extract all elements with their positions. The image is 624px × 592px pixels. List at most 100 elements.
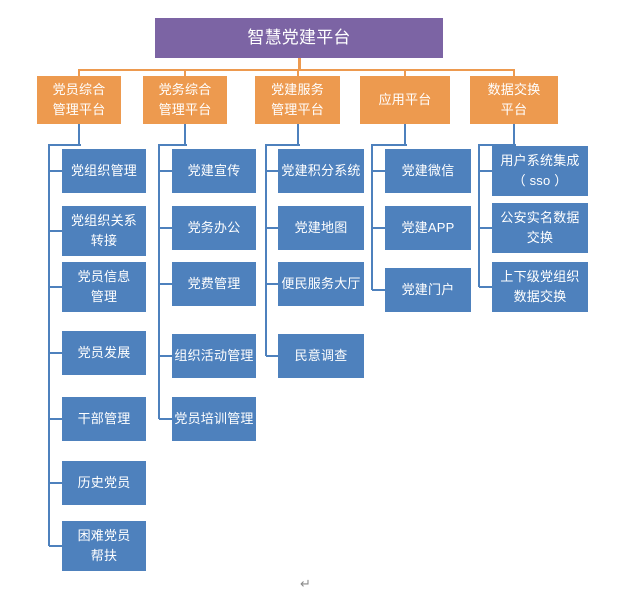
module-node-data-exchange-1[interactable]: 用户系统集成 （ sso ） (492, 146, 588, 196)
node-label-line: 党建门户 (401, 281, 455, 297)
platform-node-data-exchange[interactable]: 数据交换平台 (470, 76, 558, 124)
paragraph-mark: ↵ (300, 576, 311, 591)
module-elbow-connector (159, 170, 172, 172)
node-label-line: 用户系统集成 (500, 152, 580, 168)
module-node-party-member-1[interactable]: 党组织管理 (62, 149, 146, 193)
module-node-party-member-3[interactable]: 党员信息管理 (62, 262, 146, 312)
node-label-line: 党员发展 (77, 344, 131, 360)
node-label-line: 便民服务大厅 (281, 275, 361, 291)
module-elbow-connector (479, 227, 492, 229)
module-elbow-connector (49, 286, 62, 288)
module-node-party-service-1[interactable]: 党建积分系统 (278, 149, 364, 193)
node-label-line: 党建积分系统 (281, 162, 361, 178)
module-node-party-affairs-3[interactable]: 党费管理 (172, 262, 256, 306)
module-trunk-line (265, 144, 267, 356)
node-label-line: 党务综合 (158, 81, 212, 97)
root-node-smart-party-platform[interactable]: 智慧党建平台 (155, 18, 443, 58)
module-node-party-affairs-4[interactable]: 组织活动管理 (172, 334, 256, 378)
platform-drop-connector (78, 69, 80, 76)
platform-node-application[interactable]: 应用平台 (360, 76, 450, 124)
module-node-application-1[interactable]: 党建微信 (385, 149, 471, 193)
node-label-line: 党建微信 (401, 162, 455, 178)
module-elbow-connector (372, 170, 385, 172)
platform-drop-connector (184, 69, 186, 76)
module-elbow-connector (479, 170, 492, 172)
module-node-data-exchange-2[interactable]: 公安实名数据交换 (492, 203, 588, 253)
node-label-line: 党员信息 (77, 268, 131, 284)
node-label-line: 党建地图 (294, 219, 348, 235)
module-elbow-connector (372, 227, 385, 229)
module-elbow-connector (49, 170, 62, 172)
node-label-line: 管理平台 (52, 102, 106, 117)
module-node-application-2[interactable]: 党建APP (385, 206, 471, 250)
platform-node-party-affairs[interactable]: 党务综合管理平台 (143, 76, 227, 124)
node-label-line: 管理平台 (271, 102, 324, 117)
platform-node-party-member[interactable]: 党员综合管理平台 (37, 76, 121, 124)
node-label-line: 公安实名数据 (500, 209, 580, 225)
module-node-party-affairs-1[interactable]: 党建宣传 (172, 149, 256, 193)
platform-node-party-service[interactable]: 党建服务管理平台 (255, 76, 340, 124)
node-label-line: 平台 (500, 102, 528, 117)
node-label-line: 转接 (90, 233, 118, 248)
node-label-line: 党务办公 (187, 219, 241, 235)
module-elbow-connector (266, 355, 278, 357)
module-trunk-join (266, 144, 300, 146)
node-label-line: 民意调查 (294, 347, 348, 363)
node-label-line: 智慧党建平台 (247, 27, 351, 47)
module-elbow-connector (372, 289, 385, 291)
node-label-line: 党建服务 (271, 81, 324, 97)
node-label-line: 应用平台 (378, 91, 432, 107)
module-elbow-connector (266, 227, 278, 229)
node-label-line: 数据交换 (513, 289, 567, 304)
platform-drop-connector (513, 69, 515, 76)
module-elbow-connector (49, 230, 62, 232)
module-trunk-line (48, 144, 50, 546)
module-trunk-join (479, 144, 516, 146)
module-trunk-line (371, 144, 373, 290)
platform-drop-connector (296, 69, 299, 76)
root-stem-connector (297, 58, 301, 71)
node-label-line: 党费管理 (187, 275, 241, 291)
module-trunk-join (159, 144, 187, 146)
module-node-party-member-2[interactable]: 党组织关系转接 (62, 206, 146, 256)
node-label-line: 数据交换 (487, 81, 541, 97)
module-elbow-connector (159, 227, 172, 229)
module-node-application-3[interactable]: 党建门户 (385, 268, 471, 312)
module-trunk-stub (78, 124, 80, 144)
module-elbow-connector (159, 283, 172, 285)
node-label-line: 上下级党组织 (500, 268, 580, 284)
module-elbow-connector (159, 355, 172, 357)
module-trunk-stub (296, 124, 299, 144)
node-label-line: 组织活动管理 (174, 347, 254, 363)
module-trunk-line (478, 144, 480, 287)
module-node-party-member-4[interactable]: 党员发展 (62, 331, 146, 375)
module-trunk-stub (184, 124, 186, 144)
module-trunk-line (158, 144, 160, 419)
module-node-party-service-4[interactable]: 民意调查 (278, 334, 364, 378)
module-node-party-affairs-2[interactable]: 党务办公 (172, 206, 256, 250)
node-label-line: 帮扶 (90, 548, 118, 563)
module-node-party-service-2[interactable]: 党建地图 (278, 206, 364, 250)
node-label-line: 党组织管理 (70, 162, 137, 178)
node-label-line: （ sso ） (512, 173, 568, 188)
node-label-line: 交换 (526, 230, 554, 245)
module-trunk-stub (404, 124, 406, 144)
module-elbow-connector (49, 482, 62, 484)
node-label-line: 管理 (90, 289, 118, 304)
module-node-party-affairs-5[interactable]: 党员培训管理 (172, 397, 256, 441)
module-trunk-stub (513, 124, 515, 144)
node-label-line: 干部管理 (77, 410, 131, 426)
node-label-line: 管理平台 (158, 102, 212, 117)
module-elbow-connector (479, 286, 492, 288)
module-elbow-connector (49, 352, 62, 354)
module-node-party-member-6[interactable]: 历史党员 (62, 461, 146, 505)
module-node-data-exchange-3[interactable]: 上下级党组织数据交换 (492, 262, 588, 312)
module-elbow-connector (49, 545, 62, 547)
module-node-party-service-3[interactable]: 便民服务大厅 (278, 262, 364, 306)
module-elbow-connector (266, 170, 278, 172)
module-node-party-member-5[interactable]: 干部管理 (62, 397, 146, 441)
node-label-line: 困难党员 (77, 527, 131, 543)
node-label-line: 党组织关系 (70, 212, 137, 228)
module-node-party-member-7[interactable]: 困难党员帮扶 (62, 521, 146, 571)
